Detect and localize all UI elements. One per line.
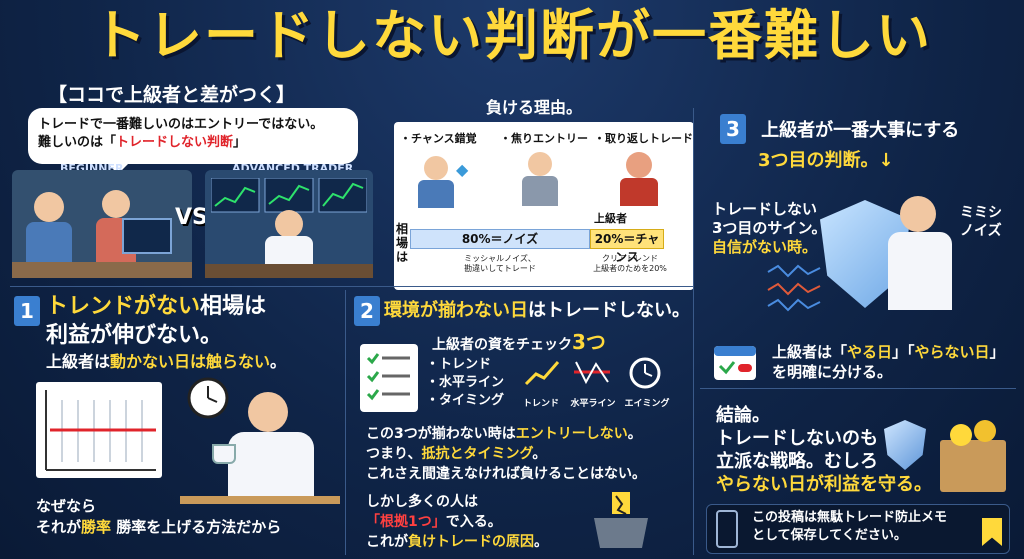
- section-1-heading: トレンドがない相場は 利益が伸びない。: [46, 294, 267, 348]
- calendar-icon: [714, 346, 756, 380]
- divider-horizontal: [10, 286, 693, 287]
- flat-chart-svg: [45, 390, 156, 471]
- market-label: 相場は: [396, 222, 409, 264]
- calendar-text: 上級者は「やる日」「やらない日」 を明確に分ける。: [772, 343, 1005, 381]
- horizontal-line-label: 水平ライン: [570, 399, 616, 409]
- divider-horizontal-2: [700, 388, 1016, 389]
- reason-2-body: [522, 176, 558, 206]
- save-text: この投稿は無駄トレード防止メモとして保存してください。: [752, 510, 948, 543]
- checklist-items: ・トレンド ・水平ライン ・タイミング: [426, 357, 505, 408]
- advanced-scene: [205, 170, 373, 278]
- section-2-number: 2: [354, 296, 380, 326]
- reason-3-avatar: [626, 152, 652, 178]
- beginner-monitor: [122, 218, 172, 254]
- reasons-panel: ・チャンス錯覚 ・焦りエントリー ・取り返しトレード ◆ 相場は 上級者: [394, 122, 694, 290]
- section-2-heading: 環境が揃わない日はトレードしない。: [384, 300, 690, 321]
- reason-1-avatar: [424, 156, 448, 180]
- broken-box-icon: [594, 492, 648, 548]
- section-2-paragraph: この3つが揃わない時はエントリーしない。 つまり、抵抗とタイミング。 これさえ間…: [366, 426, 646, 482]
- reason-3-body: [620, 178, 658, 206]
- section-3-body: [888, 232, 952, 310]
- phone-icon: [716, 510, 738, 548]
- pro-label: 上級者: [594, 212, 627, 225]
- reason-1-body: [418, 180, 454, 208]
- section-3-number: 3: [720, 114, 746, 144]
- mimishi-label: ミミシノイズ: [960, 205, 1002, 239]
- flat-market-chart: [36, 382, 162, 478]
- divider-vertical-2: [345, 290, 346, 555]
- bubble-highlight: トレードしない判断: [116, 135, 234, 150]
- section-1-number: 1: [14, 296, 40, 326]
- beginner-avatar-2: [102, 190, 130, 218]
- checklist-icon: [360, 344, 418, 412]
- beginner-body: [26, 222, 72, 262]
- divider-vertical: [693, 108, 694, 555]
- diamond-icon: ◆: [456, 160, 469, 179]
- coffee-cup-icon: [212, 444, 236, 464]
- section-1-body: [228, 432, 314, 498]
- subtitle-tag: 【ココで上級者と差がつく】: [48, 84, 296, 106]
- coin-icon-2: [974, 420, 996, 442]
- speech-bubble: トレードで一番難しいのはエントリーではない。 難しいのは「トレードしない判断」: [28, 108, 358, 174]
- bubble-line-1: トレードで一番難しいのはエントリーではない。: [38, 117, 324, 132]
- trend-icon: [524, 361, 560, 386]
- timing-clock-icon: [629, 357, 661, 389]
- conclusion: 結論。 トレードしないのも 立派な戦略。むしろ やらない日が利益を守る。: [716, 405, 932, 495]
- save-banner[interactable]: [706, 504, 1010, 554]
- advanced-avatar: [275, 210, 303, 238]
- section-1-desk: [180, 496, 340, 504]
- chance-note: クリアトレンド上級者のためを20%: [593, 254, 667, 273]
- beginner-desk: [12, 262, 192, 278]
- reason-2: ・焦りエントリー: [500, 132, 588, 145]
- sign-text: トレードしない 3つ目のサイン。 自信がない時。: [712, 200, 827, 256]
- page-title: トレードしない判断が一番難しい: [92, 4, 932, 67]
- section-3-avatar: [900, 196, 936, 232]
- section-2-warning: しかし多くの人は 「根拠1つ」で入る。 これが負けトレードの原因。: [366, 494, 548, 550]
- reason-3: ・取り返しトレード: [594, 132, 693, 145]
- timing-label: エイミング: [624, 399, 670, 409]
- beginner-scene: [12, 170, 192, 278]
- trend-label: トレンド: [522, 399, 559, 409]
- reason-1: ・チャンス錯覚: [400, 132, 477, 145]
- noise-squiggle-icon: [767, 264, 821, 312]
- advanced-desk: [205, 264, 373, 278]
- section-1-avatar: [248, 392, 288, 432]
- trading-monitors: [211, 178, 367, 213]
- horizontal-line-icon: [574, 361, 610, 385]
- noise-note: ミッシャルノイズ、勘違いしてトレード: [464, 254, 536, 273]
- section-3-header: 3 上級者が一番大事にする 3つ目の判断。↓: [720, 114, 959, 172]
- beginner-avatar: [34, 192, 64, 222]
- bookmark-icon[interactable]: [982, 518, 1002, 546]
- section-1-reason: なぜなら それが勝率 勝率を上げる方法だから: [36, 497, 282, 536]
- reasons-title: 負ける理由。: [486, 98, 583, 117]
- noise-bar: 80%＝ノイズ: [410, 229, 590, 249]
- section-1-sub: 上級者は動かない日は触らない。: [46, 352, 287, 371]
- coin-box-icon: [940, 440, 1006, 492]
- reason-2-avatar: [528, 152, 552, 176]
- clock-icon: [187, 377, 229, 419]
- section-2-subheading: 上級者の資をチェック3つ: [432, 330, 606, 354]
- vs-label: VS: [175, 205, 208, 230]
- coin-icon: [950, 424, 972, 446]
- bubble-line-2: 難しいのは「トレードしない判断」: [38, 135, 247, 150]
- chance-bar: 20%＝チャンス: [590, 229, 664, 264]
- advanced-body: [265, 236, 313, 268]
